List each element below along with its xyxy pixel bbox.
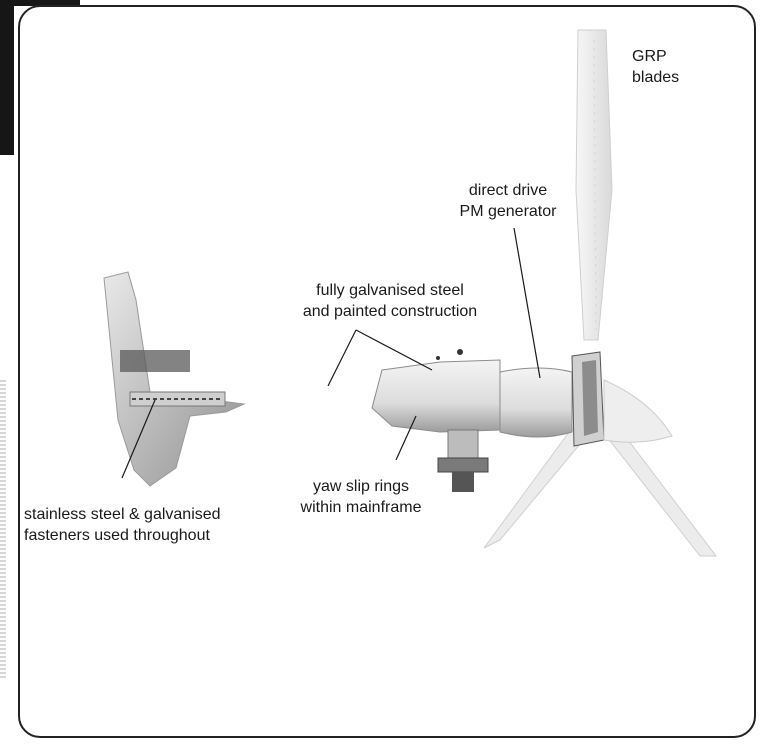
rotor-blades: [484, 30, 716, 556]
tail-fin-lettering: [120, 350, 190, 372]
tower-stub: [452, 472, 474, 492]
blade-upper: [576, 30, 612, 340]
label-galvanised-steel: fully galvanised steel and painted const…: [282, 280, 498, 322]
blade-lower-right: [600, 424, 716, 556]
tail-fin: [104, 272, 244, 486]
label-direct-drive: direct drive PM generator: [450, 180, 566, 222]
callout-line-galvanised-right: [356, 330, 432, 370]
spinner: [604, 380, 672, 442]
tower-flange: [438, 458, 488, 472]
mainframe: [372, 360, 500, 432]
nacelle: [372, 349, 672, 492]
callout-line-galvanised-left: [328, 330, 356, 386]
generator-housing: [500, 368, 572, 437]
label-grp-blades: GRP blades: [632, 46, 679, 88]
yaw-bearing: [448, 430, 478, 460]
callout-line-direct-drive: [514, 228, 540, 378]
label-fasteners: stainless steel & galvanised fasteners u…: [24, 504, 221, 546]
label-yaw-slip-rings: yaw slip rings within mainframe: [296, 476, 426, 518]
